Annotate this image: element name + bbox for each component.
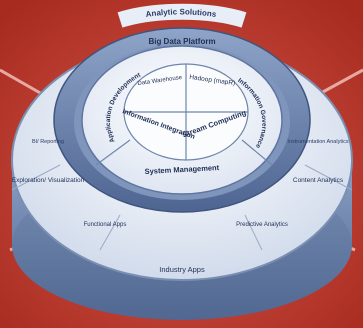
industry-apps-label: Industry Apps bbox=[159, 265, 205, 274]
bi-reporting-label: BI/ Reporting bbox=[32, 139, 64, 145]
exploration-label: Exploration/ Visualization bbox=[12, 177, 85, 184]
outer-ring-title: Analytic Solutions bbox=[145, 7, 217, 19]
title-band bbox=[117, 3, 247, 28]
segment-dividers bbox=[95, 64, 273, 166]
instrumentation-analytics-label: Instrumentation Analytics bbox=[287, 139, 348, 145]
content-analytics-label: Content Analytics bbox=[293, 177, 344, 184]
outer-dividers bbox=[11, 164, 353, 251]
system-management-label: System Management bbox=[144, 163, 219, 176]
platform-title: Big Data Platform bbox=[148, 37, 215, 46]
functional-apps-label: Functional Apps bbox=[84, 222, 127, 228]
predictive-analytics-label: Predictive Analytics bbox=[236, 222, 288, 228]
